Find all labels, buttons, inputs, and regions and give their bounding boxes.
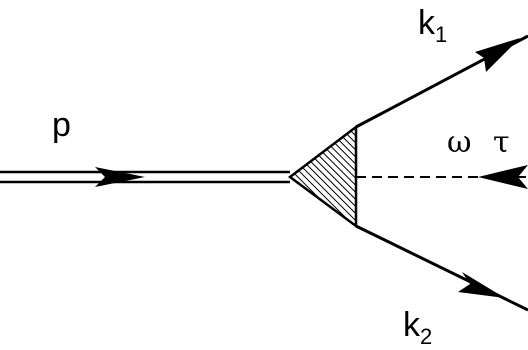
label-k1-sub: 1 — [435, 22, 448, 47]
outgoing-line-top — [355, 34, 528, 129]
label-p: p — [52, 106, 71, 144]
outgoing-top-arrow-icon — [475, 38, 520, 72]
incoming-arrow-icon — [95, 167, 145, 187]
outgoing-bottom-arrow-icon — [458, 272, 505, 298]
dashed-arrow-icon — [478, 165, 528, 189]
label-omega-tau: ω τ — [447, 125, 516, 160]
incoming-double-line — [0, 167, 290, 187]
outgoing-line-bottom — [355, 224, 528, 312]
hatched-vertex-triangle — [287, 124, 358, 229]
label-k2-sub: 2 — [420, 324, 433, 349]
label-k2: k2 — [403, 308, 432, 348]
label-k1: k1 — [418, 6, 447, 46]
label-k2-base: k — [403, 306, 420, 344]
label-k1-base: k — [418, 4, 435, 42]
dashed-line — [356, 165, 528, 189]
